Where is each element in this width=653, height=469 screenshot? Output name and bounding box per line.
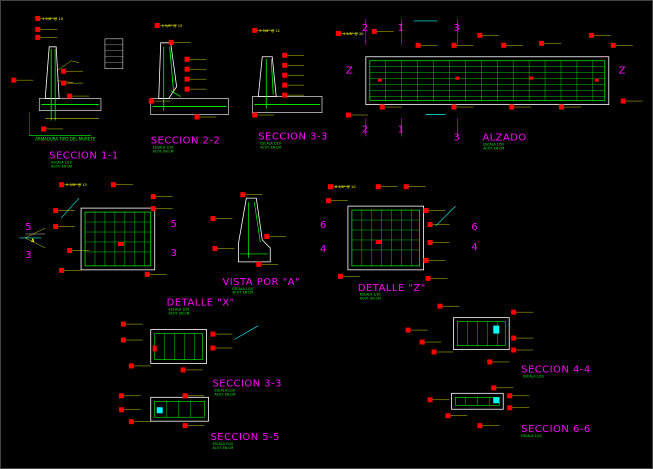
section-3-3-top-title: SECCION 3-3 (258, 131, 328, 142)
alzado-cut-1-top: 1 (398, 23, 404, 34)
section-4-4-title: SECCION 4-4 (521, 364, 591, 375)
rebar-tag-label: 5 3/8" @ 15 (66, 183, 87, 187)
alzado-title: ALZADO (482, 132, 526, 143)
alzado-cut-z-right: Z (619, 66, 626, 77)
section-1-1-title: SECCION 1-1 (49, 150, 119, 161)
section-2-2-units: ACOT. EN CM (153, 149, 174, 153)
vista-a-title: VISTA POR "A" (222, 277, 300, 288)
section-3-3-bottom-units: ACOT. EN CM (214, 392, 235, 396)
section-6-6-drawing (427, 385, 530, 429)
section-3-3-bottom-scale: ESCALA 1/10 (214, 388, 235, 392)
rebar-tag-label: 1 5/8" @ 10 (42, 17, 63, 21)
detalle-x-title: DETALLE "X" (167, 298, 235, 309)
alzado-units: ACOT. EN CM (483, 146, 504, 150)
detalle-z-cut-4-right: 4 (471, 242, 477, 253)
alzado-drawing (335, 18, 643, 137)
section-4-4-scale: ESCALA 1/10 (523, 374, 544, 378)
rebar-tag-labels: 1 5/8" @ 10 2 5/8" @ 15 3 5/8" @ 12 4 5/… (42, 17, 363, 189)
section-3-3-top-scale: ESCALA 1/10 (260, 141, 281, 145)
section-1-1-scale: ESCALA 1/10 (51, 160, 72, 164)
vista-a-units: ACOT. EN CM (232, 291, 253, 295)
section-6-6-scale: ESCALA 1/10 (521, 434, 542, 438)
section-6-6-title: SECCION 6-6 (521, 424, 591, 435)
section-5-5-drawing (118, 393, 209, 429)
rebar-tag-label: 3 5/8" @ 12 (259, 29, 280, 33)
section-3-3-bottom-title: SECCION 3-3 (212, 378, 282, 389)
section-1-1-drawing: ARMADURA TIPO DEL MURETE (11, 15, 124, 141)
section-3-3-bottom-drawing (120, 321, 259, 373)
alzado-scale: ESCALA 1/50 (483, 142, 504, 146)
rebar-tag-label: 4 5/8" @ 20 (343, 32, 364, 36)
section-5-5-units: ACOT. EN CM (212, 446, 233, 450)
rebar-tag-label: 6 3/8" @ 10 (335, 185, 356, 189)
alzado-cut-3-bottom: 3 (453, 132, 459, 143)
section-4-4-drawing (405, 303, 534, 365)
detalle-z-units: ACOT. EN CM (360, 297, 381, 301)
armadura-note: ARMADURA TIPO DEL MURETE (35, 136, 96, 141)
detalle-z-cut-4-left: 4 (320, 244, 326, 255)
detalle-x-cut-5: 5 (25, 222, 31, 233)
section-2-2-title: SECCION 2-2 (151, 135, 221, 146)
detalle-x-drawing (19, 182, 173, 278)
detalle-x-view-a: A (31, 238, 35, 243)
section-1-1-units: ACOT. EN CM (51, 164, 72, 168)
detalle-x-cut-3: 3 (25, 250, 31, 261)
vista-a-drawing (210, 191, 287, 268)
section-2-2-drawing (148, 22, 229, 120)
alzado-cut-3-top: 3 (453, 23, 459, 34)
alzado-cut-z-left: Z (346, 66, 353, 77)
detalle-z-cut-6-left: 6 (320, 220, 326, 231)
detalle-x-cut-5-right: 5 (171, 219, 177, 230)
detalle-z-scale: ESCALA 1/10 (360, 293, 381, 297)
detalle-x-units: ACOT. EN CM (169, 312, 190, 316)
section-3-3-top-units: ACOT. EN CM (260, 145, 281, 149)
detalle-z-cut-6-right: 6 (471, 222, 477, 233)
rebar-tag-label: 2 5/8" @ 15 (162, 24, 183, 28)
detalle-z-title: DETALLE "Z" (358, 283, 426, 294)
detalle-z-drawing (325, 184, 456, 282)
detalle-x-cut-3-right: 3 (171, 248, 177, 259)
section-5-5-title: SECCION 5-5 (210, 432, 280, 443)
detalle-x-scale: ESCALA 1/10 (169, 308, 190, 312)
section-2-2-scale: ESCALA 1/10 (153, 145, 174, 149)
alzado-cut-2-top: 2 (362, 23, 368, 34)
section-5-5-scale: ESCALA 1/10 (212, 442, 233, 446)
alzado-cut-2-bottom: 2 (362, 124, 368, 135)
vista-a-scale: ESCALA 1/10 (232, 287, 253, 291)
section-3-3-top-drawing (252, 27, 323, 118)
alzado-cut-1-bottom: 1 (398, 124, 404, 135)
